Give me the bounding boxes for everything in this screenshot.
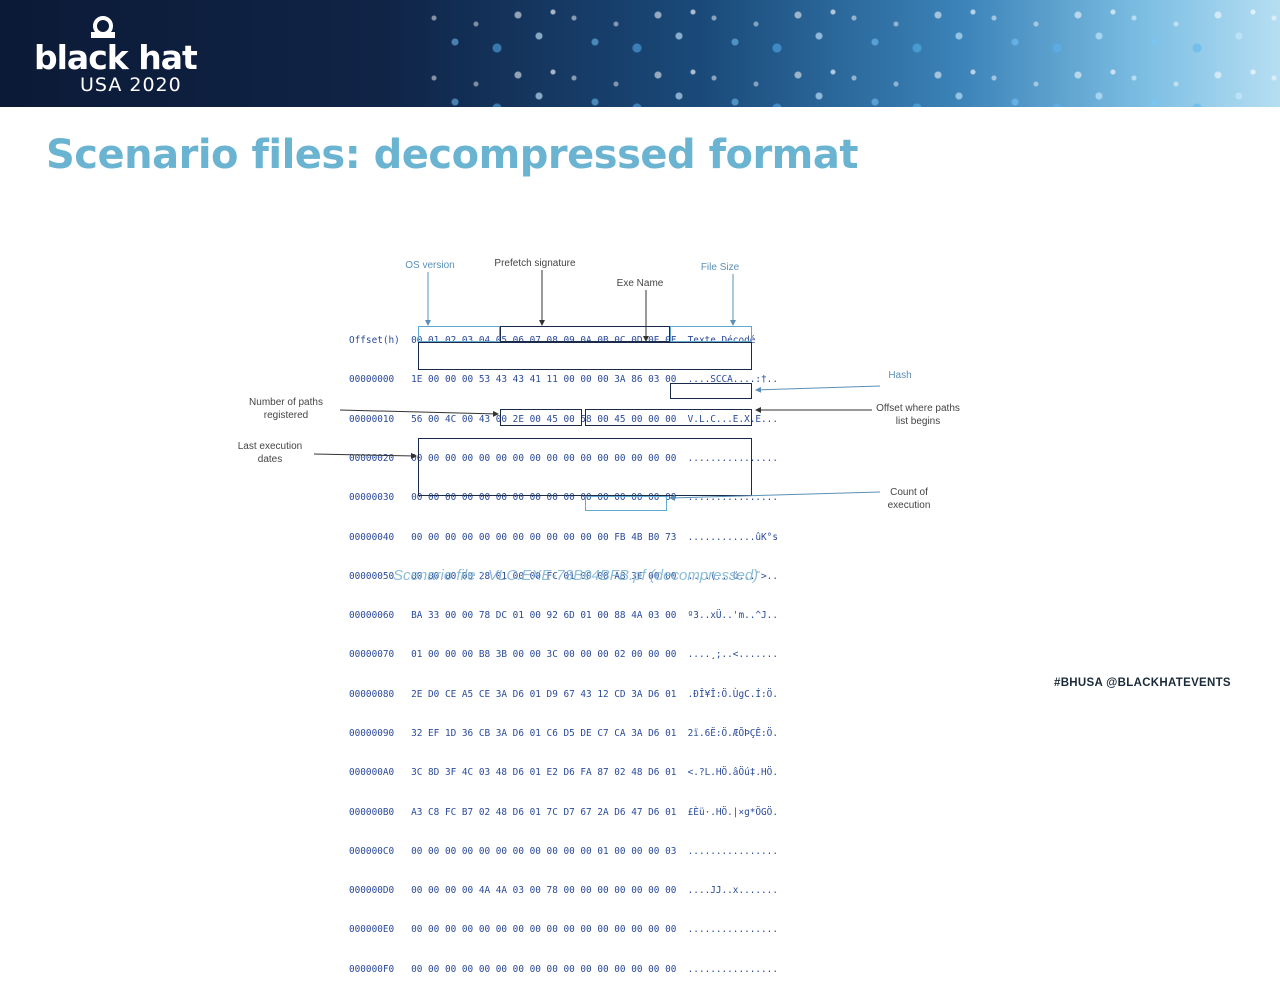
hex-row: 000000A0 3C 8D 3F 4C 03 48 D6 01 E2 D6 F… bbox=[349, 767, 778, 779]
label-number-of-paths: Number of paths registered bbox=[249, 397, 323, 421]
footer-hashtags: #BHUSA @BLACKHATEVENTS bbox=[1054, 677, 1231, 689]
label-offset-where: Offset where paths list begins bbox=[876, 403, 960, 427]
logo-text: black hat bbox=[34, 38, 198, 77]
hex-row: 00000090 32 EF 1D 36 CB 3A D6 01 C6 D5 D… bbox=[349, 728, 778, 739]
label-os-version: OS version bbox=[405, 260, 455, 271]
blackhat-logo: black hat USA 2020 bbox=[34, 16, 224, 96]
hex-row: 000000E0 00 00 00 00 00 00 00 00 00 00 0… bbox=[349, 924, 778, 936]
figure-caption: Scenario file : VLC.EXE-73B04BFB.pf (dec… bbox=[393, 567, 759, 584]
logo-subtext: USA 2020 bbox=[80, 74, 182, 96]
banner-pattern bbox=[420, 0, 1280, 107]
label-exe-name: Exe Name bbox=[616, 278, 664, 289]
signature-box bbox=[500, 326, 670, 342]
hash-box bbox=[670, 383, 752, 399]
paths-offset-box bbox=[585, 409, 752, 426]
label-prefetch-signature: Prefetch signature bbox=[494, 258, 576, 269]
slide-title: Scenario files: decompressed format bbox=[46, 132, 858, 178]
hex-row: 00000070 01 00 00 00 B8 3B 00 00 3C 00 0… bbox=[349, 649, 778, 661]
label-last-execution: Last execution dates bbox=[237, 441, 303, 465]
label-hash: Hash bbox=[888, 370, 912, 381]
hex-row: 00000040 00 00 00 00 00 00 00 00 00 00 0… bbox=[349, 531, 778, 543]
paths-count-box bbox=[500, 409, 582, 426]
hex-row: 00000060 BA 33 00 00 78 DC 01 00 92 6D 0… bbox=[349, 610, 778, 622]
hex-row: 000000D0 00 00 00 00 4A 4A 03 00 78 00 0… bbox=[349, 885, 778, 897]
hex-row: 00000020 00 00 00 00 00 00 00 00 00 00 0… bbox=[349, 453, 778, 465]
file-size-box bbox=[670, 326, 752, 342]
hex-row: 00000080 2E D0 CE A5 CE 3A D6 01 D9 67 4… bbox=[349, 688, 778, 700]
hex-row: 00000000 1E 00 00 00 53 43 43 41 11 00 0… bbox=[349, 374, 778, 386]
hex-row: 00000050 00 00 00 00 28 01 00 00 FC 01 0… bbox=[349, 570, 778, 582]
header-banner: black hat USA 2020 bbox=[0, 0, 1280, 107]
hex-header: Offset(h) 00 01 02 03 04 05 06 07 08 09 … bbox=[349, 335, 756, 347]
os-version-box bbox=[418, 326, 500, 342]
exec-dates-box bbox=[418, 438, 752, 496]
hex-row: 000000C0 00 00 00 00 00 00 00 00 00 00 0… bbox=[349, 845, 778, 857]
exe-name-box bbox=[418, 342, 752, 370]
hex-row: 00000010 56 00 4C 00 43 00 2E 00 45 00 5… bbox=[349, 413, 778, 425]
label-count-of-execution: Count of execution bbox=[887, 487, 931, 511]
hex-row: 000000B0 A3 C8 FC B7 02 48 D6 01 7C D7 6… bbox=[349, 806, 778, 818]
hex-row: 000000F0 00 00 00 00 00 00 00 00 00 00 0… bbox=[349, 963, 778, 975]
label-file-size: File Size bbox=[700, 262, 740, 273]
exec-count-box bbox=[585, 496, 667, 511]
hat-icon bbox=[91, 16, 115, 38]
